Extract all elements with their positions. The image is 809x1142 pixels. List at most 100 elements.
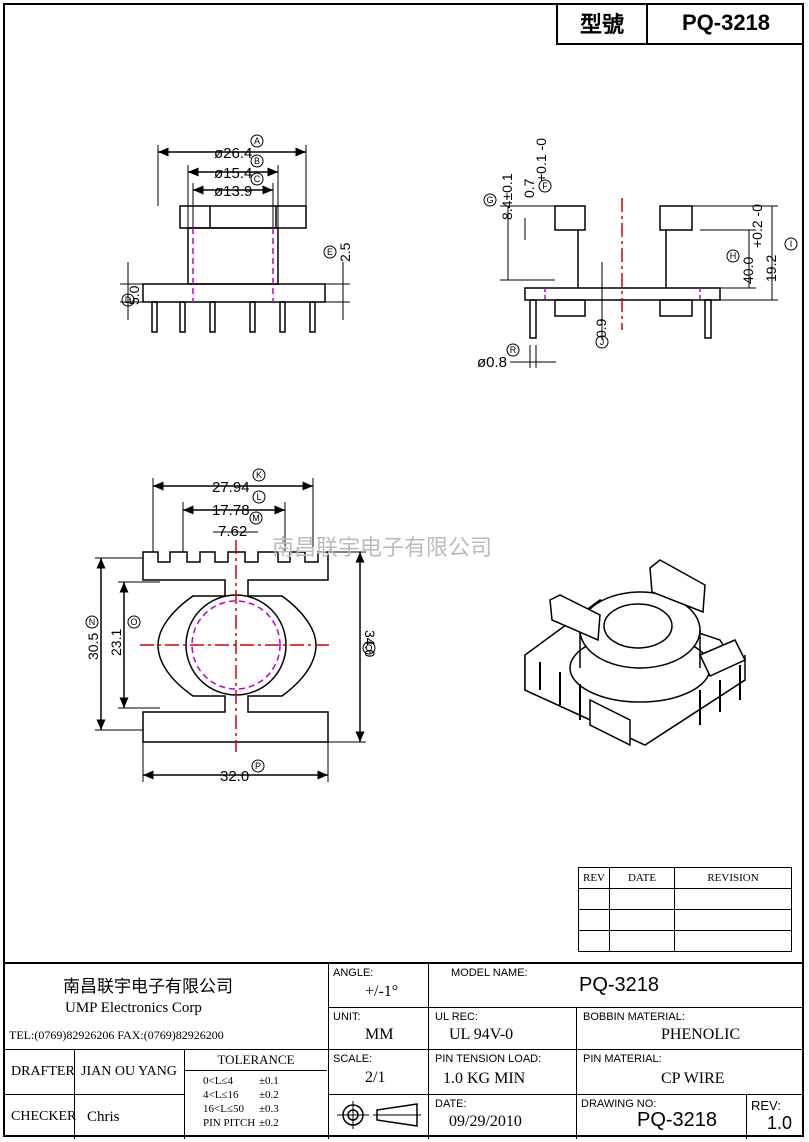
marker-k: K	[256, 470, 262, 480]
top-view-hidden-lines	[192, 228, 274, 302]
technical-drawing: ø26.4 ø15.4 ø13.9 5.0 2.5 A B C D E 8.4±…	[85, 134, 798, 785]
company-cell: 南昌联宇电子有限公司 UMP Electronics Corp TEL:(076…	[3, 964, 329, 1050]
bottom-flange	[142, 283, 326, 303]
dim-m: 7.62	[218, 523, 247, 540]
top-flange	[179, 205, 307, 229]
core-inner	[191, 600, 281, 690]
scale-value: 2/1	[365, 1069, 386, 1086]
model-name-cell: MODEL NAME: PQ-3218	[429, 964, 804, 1008]
tol-value-2: ±0.3	[259, 1103, 279, 1115]
drafter-cell: JIAN OU YANG	[75, 1050, 185, 1095]
tolerance-cell: TOLERANCE 0<L≤4 ±0.1 4<L≤16 ±0.2 16<L≤50…	[185, 1050, 329, 1139]
company-contact: TEL:(0769)82926206 FAX:(0769)82926200	[9, 1028, 224, 1042]
tol-range-3: PIN PITCH	[203, 1117, 256, 1129]
marker-a: A	[254, 136, 260, 146]
checker-label-cell: CHECKER	[3, 1095, 76, 1139]
projection-symbol-icon	[337, 1101, 421, 1129]
side-view-markers: G F H I J R	[483, 179, 798, 357]
ul-label: UL REC:	[435, 1011, 478, 1023]
marker-i: I	[790, 239, 793, 249]
watermark: 南昌联宇电子有限公司	[272, 536, 492, 561]
pin-material-cell: PIN MATERIAL: CP WIRE	[577, 1050, 804, 1095]
angle-cell: ANGLE: +/-1°	[329, 964, 429, 1008]
rev-header-revision: REVISION	[674, 867, 792, 889]
dim-f-tol: +0.1 -0	[533, 138, 549, 182]
marker-c: C	[254, 174, 261, 184]
pin-material-label: PIN MATERIAL:	[583, 1053, 662, 1065]
dim-g: 8.4±0.1	[499, 173, 515, 220]
tension-value: 1.0 KG MIN	[443, 1070, 526, 1087]
angle-value: +/-1°	[365, 983, 399, 1000]
marker-n: N	[89, 617, 96, 627]
marker-h: H	[730, 251, 737, 261]
rev-value: 1.0	[767, 1113, 793, 1133]
marker-p: P	[255, 761, 261, 771]
table-row	[578, 909, 792, 931]
scale-label: SCALE:	[333, 1053, 373, 1065]
marker-o: O	[130, 617, 137, 627]
top-view-markers: A B C D E	[121, 134, 337, 307]
checker-cell: Chris	[75, 1095, 185, 1139]
revision-table: REV DATE REVISION	[578, 867, 792, 952]
bottom-view-markers: K L M N O Q P	[85, 468, 376, 773]
dim-p: 32.0	[220, 768, 249, 785]
dim-h-tol: +0.2 -0	[749, 204, 765, 248]
rev-header-rev: REV	[578, 867, 610, 889]
marker-l: L	[256, 492, 261, 502]
dim-l: 17.78	[212, 502, 250, 519]
ul-cell: UL REC: UL 94V-0	[429, 1008, 577, 1050]
date-value: 09/29/2010	[449, 1113, 522, 1130]
marker-d: D	[125, 295, 132, 305]
tension-cell: PIN TENSION LOAD: 1.0 KG MIN	[429, 1050, 577, 1095]
marker-j: J	[600, 337, 605, 347]
marker-e: E	[327, 247, 333, 257]
drawing-no-value: PQ-3218	[637, 1109, 718, 1131]
tol-range-0: 0<L≤4	[203, 1075, 233, 1087]
dim-j: 0.9	[593, 318, 609, 338]
dim-f: 0.7	[521, 178, 537, 198]
marker-b: B	[254, 156, 260, 166]
table-row	[578, 888, 792, 910]
dim-k: 27.94	[212, 479, 250, 496]
bobbin-value: PHENOLIC	[661, 1026, 741, 1043]
company-cn: 南昌联宇电子有限公司	[63, 977, 233, 997]
pin-material-value: CP WIRE	[661, 1070, 725, 1087]
dim-b: ø15.4	[214, 165, 252, 182]
top-view-labels: ø26.4 ø15.4 ø13.9 5.0 2.5	[126, 145, 353, 305]
tol-range-1: 4<L≤16	[203, 1089, 239, 1101]
drafter-label: DRAFTER	[11, 1064, 75, 1079]
marker-q: Q	[365, 643, 372, 653]
projection-cell	[329, 1095, 429, 1139]
unit-label: UNIT:	[333, 1011, 361, 1023]
marker-f: F	[542, 181, 548, 191]
marker-m: M	[252, 513, 260, 523]
date-label: DATE:	[435, 1098, 467, 1110]
unit-cell: UNIT: MM	[329, 1008, 429, 1050]
side-view	[500, 198, 778, 368]
ul-value: UL 94V-0	[449, 1026, 514, 1043]
dim-i: 19.2	[763, 255, 779, 282]
dim-e: 2.5	[337, 242, 353, 262]
bobbin-label: BOBBIN MATERIAL:	[583, 1011, 685, 1023]
tol-range-2: 16<L≤50	[203, 1103, 244, 1115]
drafter-label-cell: DRAFTER	[3, 1050, 75, 1095]
side-view-labels: 8.4±0.1 0.7 +0.1 -0 40.0 +0.2 -0 19.2 0.…	[477, 138, 779, 371]
tol-value-3: ±0.2	[259, 1117, 279, 1129]
model-name-value: PQ-3218	[579, 974, 660, 996]
title-block: 南昌联宇电子有限公司 UMP Electronics Corp TEL:(076…	[3, 962, 804, 1139]
model-name-label: MODEL NAME:	[451, 967, 528, 979]
tolerance-label: TOLERANCE	[185, 1050, 327, 1071]
rev-cell: REV: 1.0	[747, 1095, 804, 1139]
dim-h: 40.0	[740, 257, 756, 284]
dim-a: ø26.4	[214, 145, 252, 162]
tension-label: PIN TENSION LOAD:	[435, 1053, 542, 1065]
dim-c: ø13.9	[214, 183, 252, 200]
bobbin-cell: BOBBIN MATERIAL: PHENOLIC	[577, 1008, 804, 1050]
date-cell: DATE: 09/29/2010	[429, 1095, 577, 1139]
dim-o: 23.1	[108, 629, 124, 656]
model-label: 型號	[558, 3, 648, 43]
bottom-view	[95, 478, 366, 782]
unit-value: MM	[365, 1026, 394, 1043]
isometric-view	[524, 559, 747, 747]
marker-g: G	[486, 195, 493, 205]
